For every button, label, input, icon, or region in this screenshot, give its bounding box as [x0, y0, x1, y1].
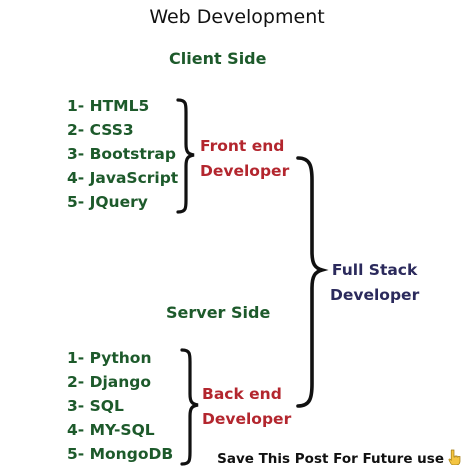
- server-brace: [180, 348, 199, 466]
- server-side-heading: Server Side: [166, 303, 271, 322]
- pointing-down-hand-icon: [448, 449, 461, 465]
- list-item: 4- JavaScript: [67, 169, 179, 187]
- back-end-developer-label: Back end Developer: [202, 382, 291, 432]
- full-stack-developer-label: Full Stack Developer: [330, 258, 419, 308]
- client-side-heading: Client Side: [169, 49, 267, 68]
- list-item: 3- Bootstrap: [67, 145, 176, 163]
- list-item: 1- Python: [67, 349, 152, 367]
- back-end-label-line2: Developer: [202, 410, 292, 428]
- full-stack-brace: [296, 156, 329, 408]
- client-side-list: 1- HTML5 2- CSS3 3- Bootstrap 4- JavaScr…: [67, 94, 178, 214]
- footer-text: Save This Post For Future use: [217, 451, 444, 467]
- list-item: 1- HTML5: [67, 97, 150, 115]
- full-stack-label-line1: Full Stack: [331, 261, 418, 279]
- page-title: Web Development: [149, 6, 325, 28]
- client-brace: [176, 98, 195, 214]
- back-end-label-line1: Back end: [202, 385, 282, 403]
- list-item: 2- CSS3: [67, 121, 134, 139]
- full-stack-label-line2: Developer: [330, 286, 420, 304]
- list-item: 3- SQL: [67, 397, 124, 415]
- front-end-label-line2: Developer: [200, 162, 290, 180]
- list-item: 5- JQuery: [67, 193, 148, 211]
- front-end-label-line1: Front end: [200, 137, 285, 155]
- list-item: 2- Django: [67, 373, 152, 391]
- server-side-list: 1- Python 2- Django 3- SQL 4- MY-SQL 5- …: [67, 346, 173, 466]
- list-item: 5- MongoDB: [67, 445, 174, 463]
- footer-note: Save This Post For Future use: [217, 449, 462, 467]
- list-item: 4- MY-SQL: [67, 421, 155, 439]
- front-end-developer-label: Front end Developer: [200, 134, 289, 184]
